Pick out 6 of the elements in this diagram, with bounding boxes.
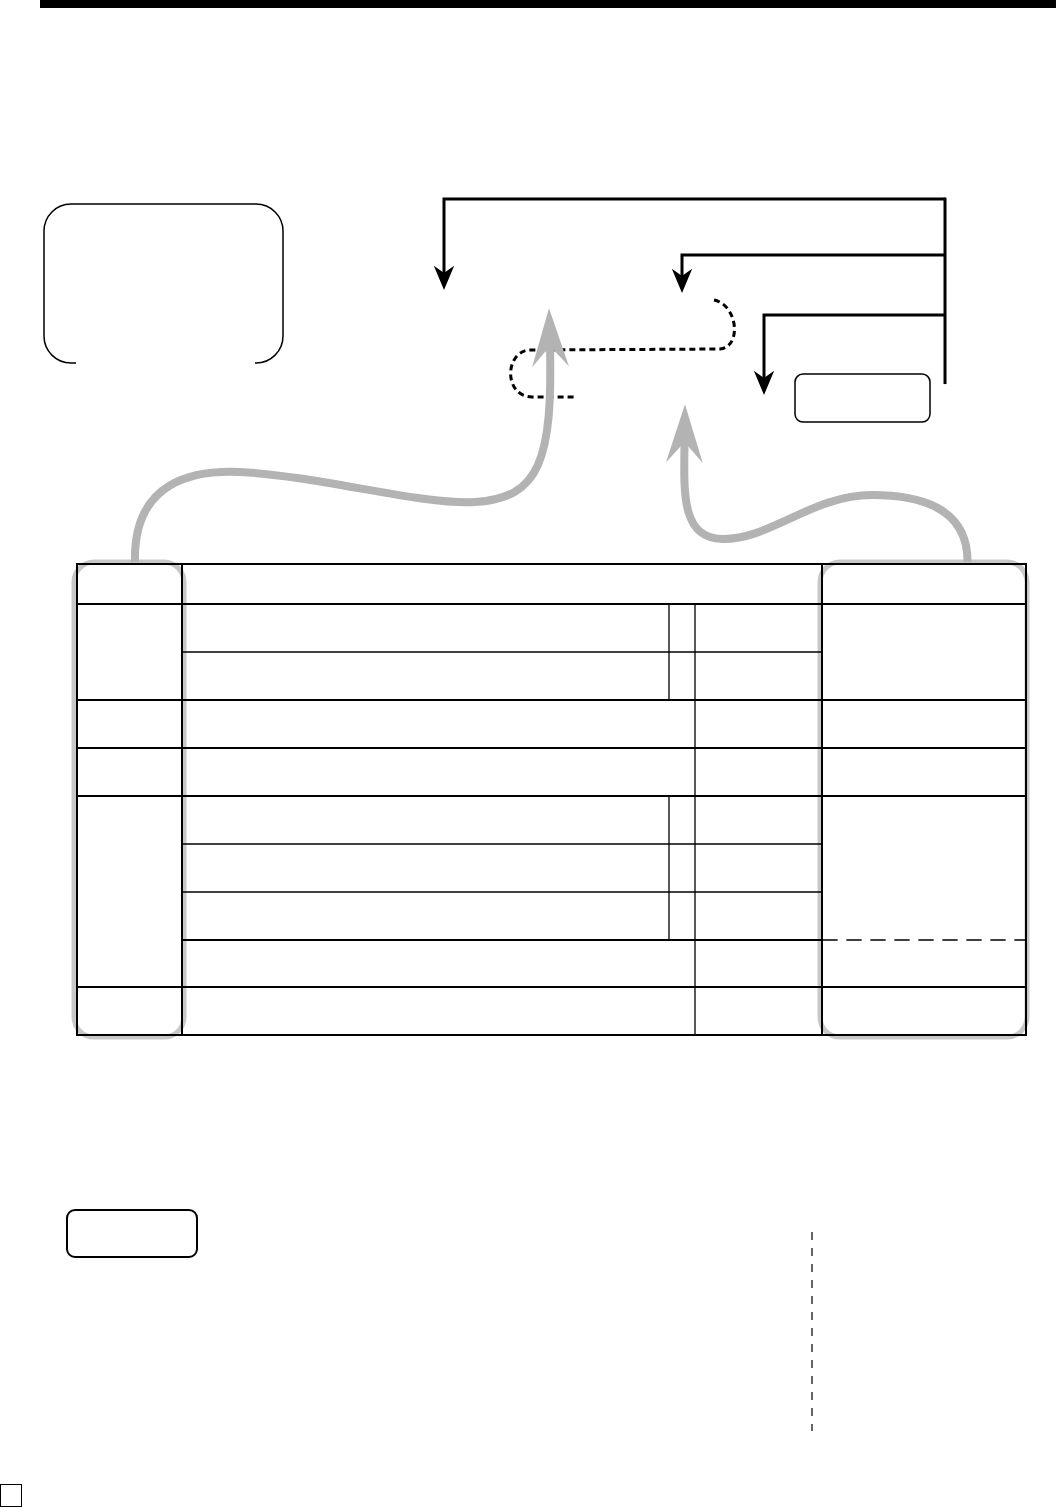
rounded-box [66, 1209, 198, 1258]
rounded-box [794, 373, 931, 423]
column-highlight [71, 559, 187, 1040]
rounded-frame [43, 203, 284, 364]
column-highlight [817, 559, 1030, 1040]
vertical-line [943, 197, 947, 385]
